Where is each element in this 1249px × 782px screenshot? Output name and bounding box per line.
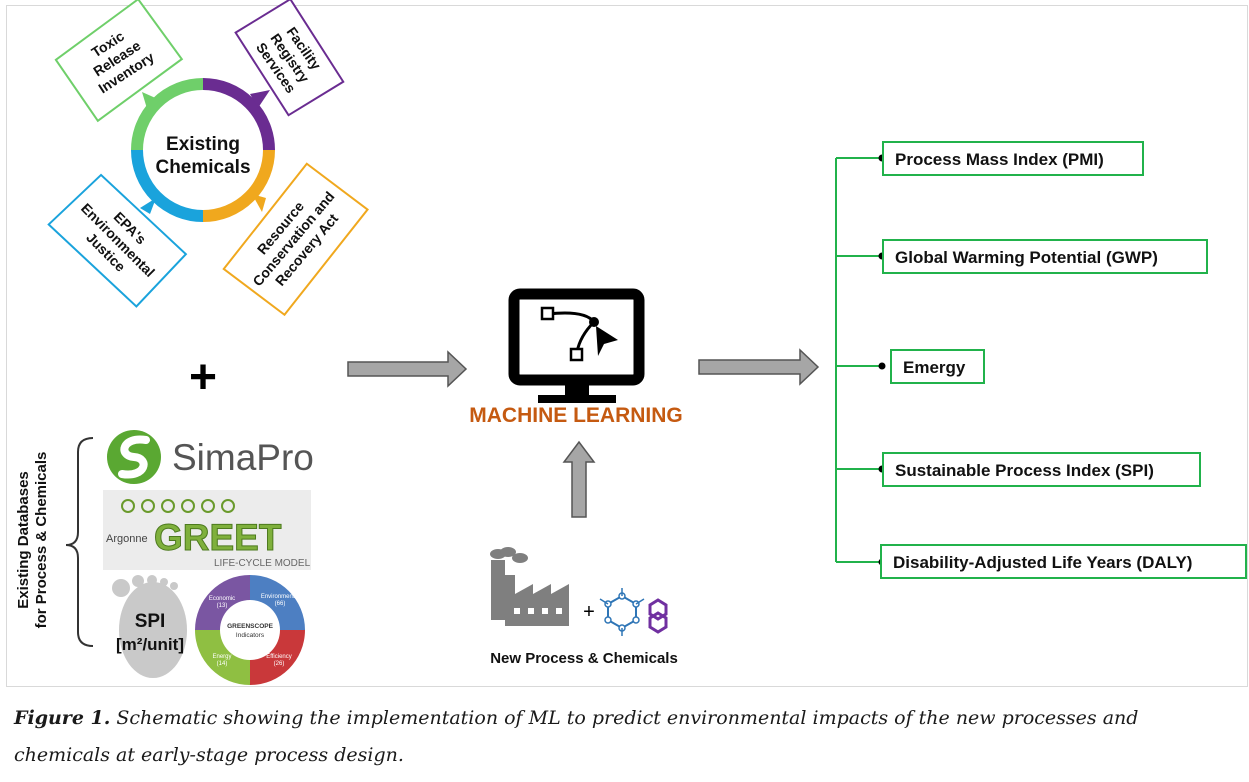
- greenscope-center-line2: Indicators: [236, 632, 265, 639]
- caption-text: Schematic showing the implementation of …: [14, 707, 1139, 766]
- molecule-icon: [599, 588, 645, 636]
- greenscope-donut: GREENSCOPE Indicators Economic (13) Envi…: [195, 575, 305, 685]
- greenscope-segment-energy: [195, 630, 250, 685]
- cycle-segment-orange: [202, 149, 275, 222]
- factory-icon: [490, 547, 569, 626]
- gs-economic-label: Economic: [209, 596, 235, 602]
- spi-text: SPI: [135, 611, 166, 632]
- output-box-spi: [882, 452, 1201, 487]
- greet-badge-icon-1: [121, 499, 135, 513]
- footprint-icon: [119, 582, 187, 678]
- output-label-pmi: Process Mass Index (PMI): [895, 150, 1104, 169]
- output-box-daly: [880, 544, 1247, 579]
- gs-energy-label: Energy: [212, 654, 231, 660]
- gs-environmental-label: Environmental: [261, 594, 299, 600]
- cursor-arrow-icon: [596, 326, 618, 356]
- new-process-label: New Process & Chemicals: [490, 650, 678, 667]
- tag-toxic-release-inventory: Toxic Release Inventory: [54, 0, 184, 123]
- greenscope-segment-economic: [195, 575, 250, 630]
- output-label-gwp: Global Warming Potential (GWP): [895, 248, 1158, 267]
- greenscope-center-line1: GREENSCOPE: [227, 623, 274, 630]
- output-label-emergy: Emergy: [903, 358, 966, 377]
- databases-label-line2: for Process & Chemicals: [33, 452, 50, 629]
- greet-badge-icon-3: [161, 499, 175, 513]
- arrow-inputs-to-ml: [347, 350, 468, 388]
- output-label-spi: Sustainable Process Index (SPI): [895, 461, 1154, 480]
- cycle-arrowhead-green: [142, 92, 160, 112]
- output-box-emergy: [890, 349, 985, 384]
- greet-badge-icon-4: [181, 499, 195, 513]
- outputs-tree: Process Mass Index (PMI) Global Warming …: [835, 141, 1247, 579]
- output-label-daly: Disability-Adjusted Life Years (DALY): [893, 553, 1192, 572]
- tag-epa-environmental-justice: EPA's Environmental Justice: [47, 173, 188, 308]
- caption-label: Figure 1.: [14, 707, 111, 729]
- cycle-segment-blue: [131, 149, 204, 222]
- gs-efficiency-label: Efficiency: [266, 654, 292, 660]
- argonne-text: Argonne: [106, 533, 148, 545]
- small-plus-sign: +: [583, 601, 595, 623]
- tag-facility-registry-services: Facility Registry Services: [234, 0, 345, 117]
- cycle-segment-purple: [202, 78, 275, 151]
- gs-energy-count: (14): [217, 661, 228, 667]
- greet-logo: Argonne GREET LIFE-CYCLE MODEL: [103, 490, 311, 570]
- cycle-arrowhead-blue: [140, 198, 156, 214]
- hexagon-molecule-icon: [648, 598, 668, 634]
- gs-efficiency-count: (26): [274, 661, 285, 667]
- cycle-arrowhead-orange: [252, 194, 266, 212]
- greenscope-segment-environmental: [250, 575, 305, 630]
- center-label-line2: Chemicals: [155, 157, 250, 178]
- gs-economic-count: (13): [217, 603, 228, 609]
- spi-unit-text: [m²/unit]: [116, 635, 184, 654]
- center-label-line1: Existing: [166, 134, 240, 155]
- ml-label: MACHINE LEARNING: [469, 404, 683, 427]
- existing-databases-group: Existing Databases for Process & Chemica…: [15, 430, 314, 685]
- greet-badge-icon-2: [141, 499, 155, 513]
- anchor-node-icon: [540, 306, 555, 321]
- gs-environmental-count: (66): [275, 601, 286, 607]
- arrow-new-process-to-ml: [562, 440, 596, 518]
- cycle-arrowhead-purple: [250, 90, 270, 108]
- simapro-text: SimaPro: [172, 437, 314, 478]
- existing-chemicals-cycle: Existing Chemicals: [131, 78, 275, 222]
- tag-resource-conservation-recovery-act: Resource Conservation and Recovery Act: [222, 162, 369, 317]
- greenscope-segment-efficiency: [250, 630, 305, 685]
- figure-caption: Figure 1. Schematic showing the implemen…: [14, 700, 1239, 774]
- schematic-diagram: Existing Chemicals Toxic Release Invento…: [15, 0, 1247, 685]
- monitor-icon: [508, 288, 645, 403]
- databases-brace: [65, 437, 94, 647]
- greet-subtitle: LIFE-CYCLE MODEL: [214, 558, 311, 569]
- greet-badge-icon-6: [221, 499, 235, 513]
- simapro-logo: SimaPro: [107, 430, 314, 484]
- databases-label-line1: Existing Databases: [15, 471, 32, 609]
- plus-sign: +: [189, 351, 217, 404]
- output-box-pmi: [882, 141, 1144, 176]
- greet-text: GREET: [154, 517, 282, 558]
- output-box-gwp: [882, 239, 1208, 274]
- greet-badge-icon-5: [201, 499, 215, 513]
- spi-footprint-logo: SPI [m²/unit]: [112, 575, 187, 678]
- arrow-ml-to-outputs: [698, 348, 820, 386]
